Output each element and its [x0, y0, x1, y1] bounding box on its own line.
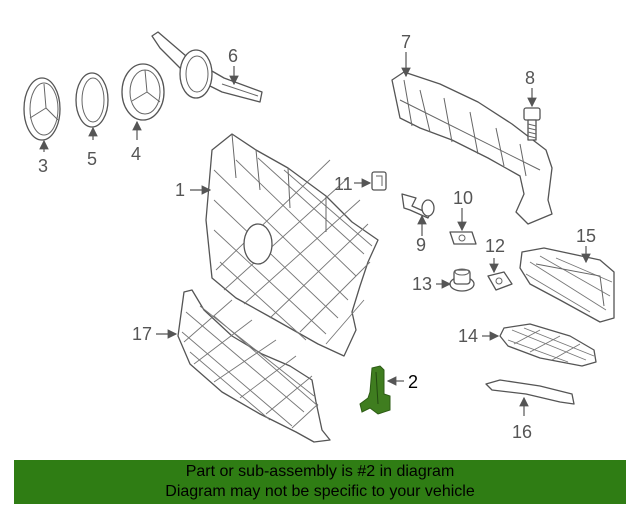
callout-6: 6 — [228, 46, 238, 66]
part-3-star-emblem: 3 — [23, 77, 61, 176]
callout-8: 8 — [525, 68, 535, 88]
callout-10: 10 — [453, 188, 473, 208]
part-5-emblem-ring: 5 — [75, 72, 109, 169]
part-15-side-insert: 15 — [519, 226, 615, 323]
part-16-trim-strip: 16 — [485, 379, 575, 442]
callout-4: 4 — [131, 144, 141, 164]
part-4-star-emblem: 4 — [121, 63, 165, 164]
banner-line-2: Diagram may not be specific to your vehi… — [165, 483, 475, 500]
part-7-upper-bracket: 7 — [391, 32, 553, 225]
part-11-clip: 11 — [334, 171, 387, 194]
part-9-screw: 9 — [401, 193, 435, 255]
notice-banner: Part or sub-assembly is #2 in diagram Di… — [14, 460, 626, 504]
callout-5: 5 — [87, 149, 97, 169]
callout-17: 17 — [132, 324, 152, 344]
callout-14: 14 — [458, 326, 478, 346]
callout-16: 16 — [512, 422, 532, 442]
part-17-lower-grille: 17 — [132, 289, 331, 443]
callout-15: 15 — [576, 226, 596, 246]
part-13-grommet: 13 — [412, 268, 475, 294]
callout-9: 9 — [416, 235, 426, 255]
part-6-emblem-bracket: 6 — [151, 31, 263, 103]
part-14-lower-insert: 14 — [458, 323, 597, 367]
callout-2: 2 — [408, 372, 418, 392]
callout-1: 1 — [175, 180, 185, 200]
part-12-nut: 12 — [485, 236, 513, 291]
part-8-bolt: 8 — [523, 68, 541, 141]
callout-3: 3 — [38, 156, 48, 176]
callout-7: 7 — [401, 32, 411, 52]
callout-13: 13 — [412, 274, 432, 294]
callout-12: 12 — [485, 236, 505, 256]
banner-line-1: Part or sub-assembly is #2 in diagram — [185, 463, 455, 480]
callout-11: 11 — [334, 174, 353, 194]
part-2-bracket-highlighted: 2 — [359, 365, 418, 415]
part-10-clip-nut: 10 — [449, 188, 477, 245]
part-1-grille: 1 — [175, 133, 379, 357]
